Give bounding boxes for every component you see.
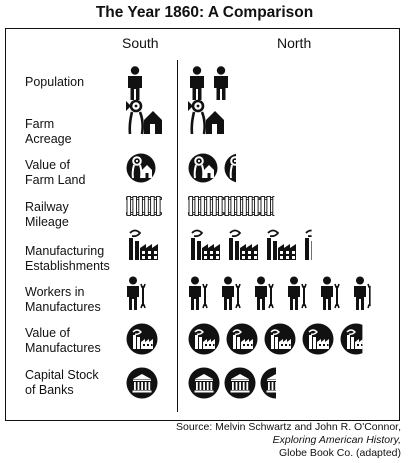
railway-track-icon-south-3-0 — [126, 196, 162, 216]
worker-icon-north-5-0 — [189, 276, 208, 310]
railway-track-icon-north-3-2 — [260, 196, 275, 216]
farm-acreage-icon-south-1-0 — [126, 99, 162, 135]
column-header-south: South — [122, 35, 159, 51]
farm-land-value-icon-north-2-1 — [224, 153, 236, 183]
worker-icon-north-5-1 — [222, 276, 241, 310]
farm-land-value-icon-south-2-0 — [126, 153, 156, 183]
chart-title: The Year 1860: A Comparison — [95, 4, 314, 21]
worker-icon-north-5-5 — [354, 276, 371, 310]
factory-icon-north-4-2 — [267, 229, 296, 260]
person-icon-north-0-0 — [190, 66, 204, 100]
factory-icon-north-4-3 — [305, 229, 312, 260]
bank-icon-north-7-0 — [188, 367, 220, 399]
bank-icon-north-7-2 — [260, 367, 276, 399]
bank-icon-south-7-0 — [126, 367, 158, 399]
factory-icon-north-4-1 — [229, 229, 258, 260]
manufactures-value-icon-north-6-3 — [302, 323, 334, 355]
worker-icon-north-5-2 — [255, 276, 274, 310]
worker-icon-north-5-3 — [288, 276, 307, 310]
bank-icon-north-7-1 — [224, 367, 256, 399]
column-header-north: North — [277, 35, 312, 51]
worker-icon-north-5-4 — [321, 276, 340, 310]
farm-land-value-icon-north-2-0 — [188, 153, 218, 183]
person-icon-south-0-0 — [128, 66, 142, 100]
manufactures-value-icon-north-6-2 — [264, 323, 296, 355]
railway-track-icon-north-3-0 — [188, 196, 224, 216]
manufactures-value-icon-north-6-4 — [340, 323, 363, 355]
railway-track-icon-north-3-1 — [224, 196, 260, 216]
chart-frame — [5, 28, 400, 421]
row-label-population: Population — [25, 75, 85, 89]
person-icon-north-0-1 — [214, 66, 228, 100]
factory-icon-south-4-0 — [129, 229, 158, 260]
manufactures-value-icon-north-6-1 — [226, 323, 258, 355]
source-note: Source: Melvin Schwartz and John R. O'Co… — [176, 421, 401, 459]
farm-acreage-icon-north-1-0 — [188, 99, 224, 135]
manufactures-value-icon-south-6-0 — [126, 323, 158, 355]
factory-icon-north-4-0 — [191, 229, 220, 260]
worker-icon-south-5-0 — [127, 276, 146, 310]
manufactures-value-icon-north-6-0 — [188, 323, 220, 355]
column-divider — [177, 60, 179, 412]
